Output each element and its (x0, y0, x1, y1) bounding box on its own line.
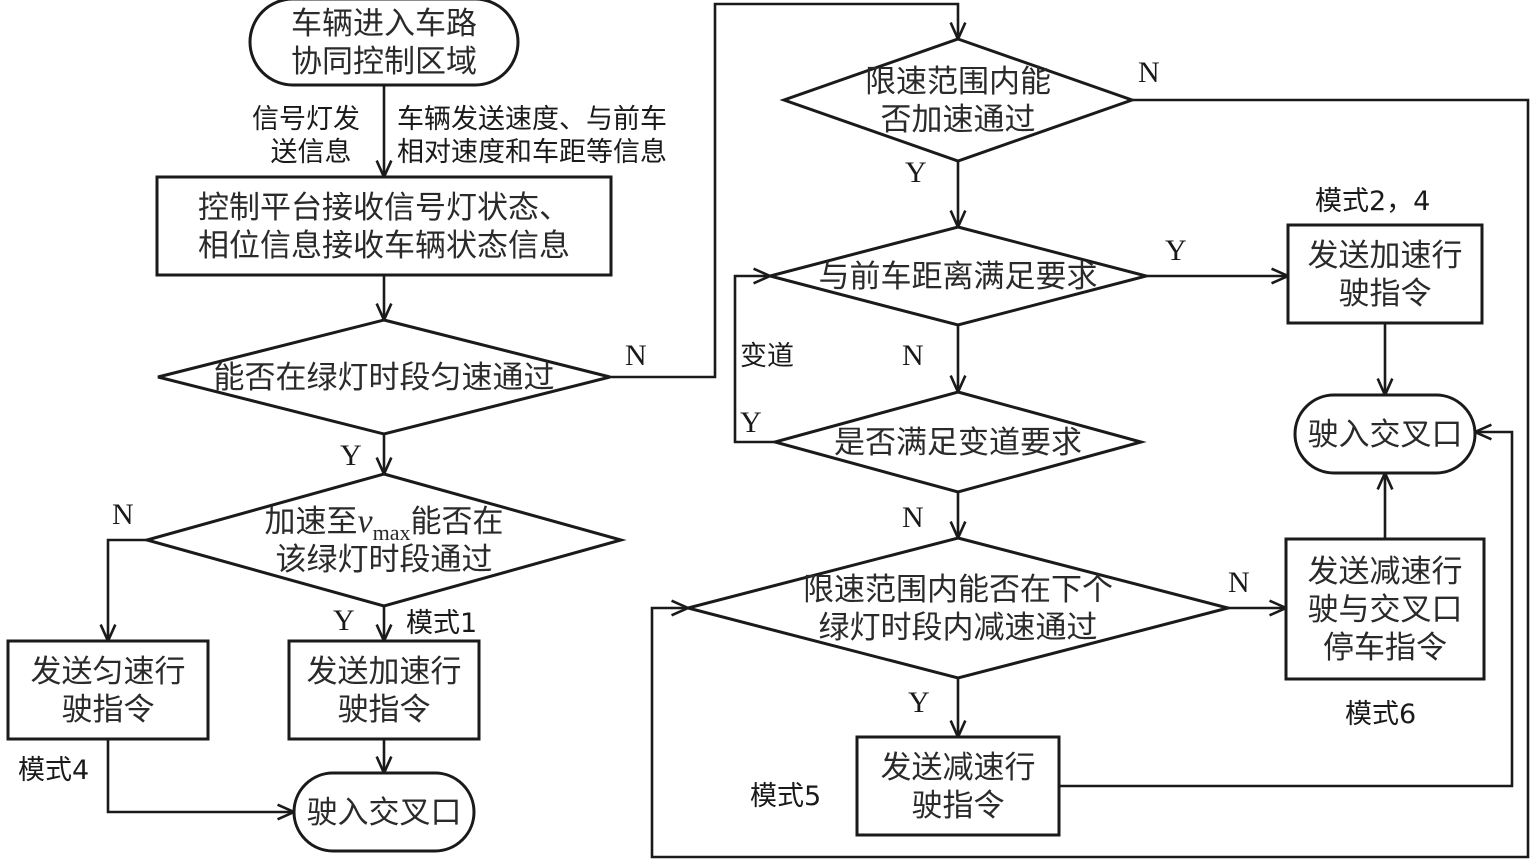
mode-label-2-4: 模式2，4 (1315, 186, 1430, 217)
process-box (6, 639, 210, 741)
edge-accel1-enter (375, 739, 393, 777)
node-text-line: 发送减速行 (1308, 554, 1463, 590)
node-text-line: 驶指令 (338, 692, 431, 728)
node-text-line: 驶指令 (912, 788, 1005, 824)
terminal-box (292, 771, 476, 853)
edge-uniform-vmax (375, 434, 393, 478)
node-text-line: 否加速通过 (881, 102, 1036, 138)
edge-label-uniform-no: N (625, 339, 647, 372)
mode-label-5: 模式5 (750, 781, 821, 812)
node-text-line: 发送加速行 (307, 654, 462, 690)
node-text-line: 加速至vmax能否在 (265, 503, 504, 545)
edge-label-decel-next-yes: Y (908, 686, 930, 719)
edge-vmax-uniform-send (99, 538, 147, 645)
node-d-uniform: 能否在绿灯时段匀速通过 (157, 318, 611, 436)
edge-accel2-enter (1376, 323, 1394, 399)
terminal-box (248, 0, 520, 87)
node-text-line: 相位信息接收车辆状态信息 (198, 228, 570, 264)
node-d-lane: 是否满足变道要求 (769, 390, 1147, 494)
edge-accel-limit-distance (949, 161, 967, 231)
nodes: 车辆进入车路协同控制区域控制平台接收信号灯状态、相位信息接收车辆状态信息能否在绿… (6, 0, 1486, 853)
node-text-line: 是否满足变道要求 (834, 425, 1082, 461)
node-enter-right: 驶入交叉口 (1293, 393, 1477, 475)
process-box (287, 639, 481, 741)
decision-diamond (682, 536, 1234, 680)
edge-stop-enter (1376, 469, 1394, 539)
edge-label-signal-info-1: 信号灯发 (252, 104, 360, 135)
edge-vmax-accel1 (375, 606, 393, 645)
node-text-line: 与前车距离满足要求 (819, 259, 1098, 295)
connectors (99, 2, 1530, 859)
process-box (155, 175, 613, 277)
edge-label-distance-no: N (902, 339, 924, 372)
node-text-line: 车辆进入车路 (291, 6, 477, 42)
edge-uniform-send-enter (106, 739, 298, 821)
edge-label-lane-yes: Y (740, 406, 762, 439)
edge-label-uniform-yes: Y (340, 439, 362, 472)
edge-label-decel-next-no: N (1228, 566, 1250, 599)
node-text-line: 该绿灯时段通过 (276, 542, 493, 578)
node-text-line: 停车指令 (1323, 630, 1447, 666)
node-text-line: 发送匀速行 (31, 654, 186, 690)
edge-label-distance-yes: Y (1165, 234, 1187, 267)
edge-label-vmax-yes: Y (333, 604, 355, 637)
node-text-line: 限速范围内能否在下个 (803, 572, 1113, 608)
edge-label-vehicle-info-1: 车辆发送速度、与前车 (397, 104, 667, 135)
node-text-line: 驶与交叉口 (1308, 592, 1463, 628)
node-text-line: 驶指令 (1339, 276, 1432, 312)
edge-distance-lane (949, 325, 967, 396)
decision-diamond (764, 225, 1152, 327)
edge-decel-next-send (949, 678, 967, 741)
node-text-line: 限速范围内能 (865, 64, 1051, 100)
terminal-box (1293, 393, 1477, 475)
process-box (855, 735, 1061, 837)
node-text-line: 控制平台接收信号灯状态、 (198, 190, 570, 226)
node-text-line: 发送加速行 (1308, 238, 1463, 274)
edge-decel-next-stop (1228, 599, 1290, 617)
edge-label-accel-limit-yes: Y (905, 156, 927, 189)
decision-diamond (141, 472, 627, 608)
labels: 信号灯发 送信息 车辆发送速度、与前车 相对速度和车距等信息 N Y N Y N… (18, 56, 1430, 812)
node-text-line: 发送减速行 (881, 750, 1036, 786)
mode-label-6: 模式6 (1345, 699, 1416, 730)
node-text-line: 绿灯时段内减速通过 (819, 610, 1098, 646)
node-text-line: 驶入交叉口 (307, 795, 462, 831)
process-box (1284, 537, 1486, 681)
decision-diamond (769, 390, 1147, 494)
node-enter-left: 驶入交叉口 (292, 771, 476, 853)
edge-label-lane-change: 变道 (740, 341, 794, 372)
process-box (1286, 223, 1484, 325)
edge-label-lane-no: N (902, 501, 924, 534)
edge-label-vmax-no: N (112, 498, 134, 531)
edge-label-accel-limit-no: N (1138, 56, 1160, 89)
edge-platform-uniform (375, 275, 393, 324)
node-d-distance: 与前车距离满足要求 (764, 225, 1152, 327)
node-text-line: 驶指令 (62, 692, 155, 728)
decision-diamond (157, 318, 611, 436)
edge-label-vehicle-info-2: 相对速度和车距等信息 (397, 137, 667, 168)
edge-start-platform (375, 85, 393, 181)
node-text-line: 协同控制区域 (291, 44, 477, 80)
mode-label-4-left: 模式4 (18, 755, 89, 786)
mode-label-1: 模式1 (406, 608, 477, 639)
edge-lane-decel-next (949, 492, 967, 542)
edge-label-signal-info-2: 送信息 (271, 137, 352, 168)
node-platform: 控制平台接收信号灯状态、相位信息接收车辆状态信息 (155, 175, 613, 277)
node-text-line: 能否在绿灯时段匀速通过 (214, 360, 555, 396)
edge-distance-accel2 (1146, 267, 1292, 285)
decision-diamond (779, 37, 1137, 163)
node-text-line: 驶入交叉口 (1308, 417, 1463, 453)
